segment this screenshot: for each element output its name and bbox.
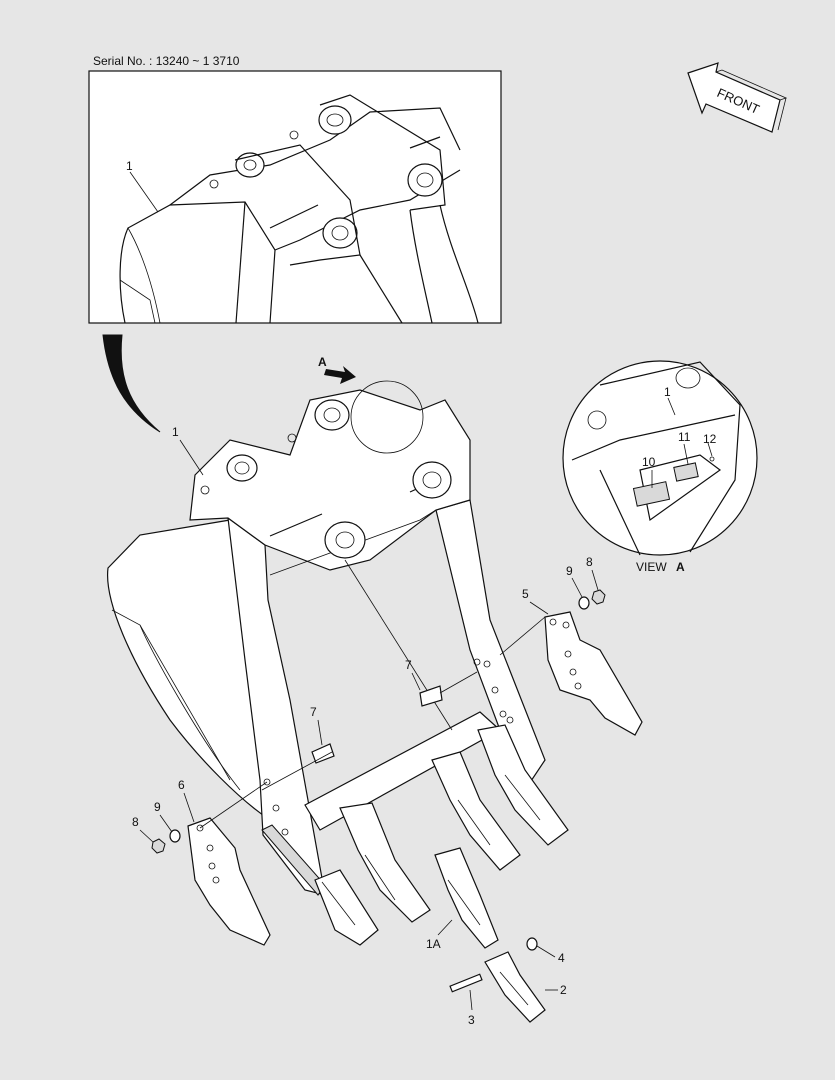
- callout-6: 6: [178, 778, 185, 792]
- teeth-row: [314, 724, 569, 949]
- boss-front: [324, 521, 366, 559]
- callout-9-right: 9: [566, 564, 573, 578]
- inset-detail: 1: [88, 70, 502, 324]
- boss-mid: [314, 399, 350, 431]
- side-cutter-6: 6 9 8: [132, 778, 271, 946]
- boss-left: [226, 454, 258, 482]
- callout-view-1: 1: [664, 385, 671, 399]
- lock-4: [526, 937, 538, 951]
- callout-9-left: 9: [154, 800, 161, 814]
- tooth-2: [339, 802, 431, 923]
- callout-12: 12: [703, 432, 717, 446]
- callout-7-upper: 7: [405, 658, 412, 672]
- tooth-2-part: [484, 951, 546, 1023]
- serial-number: Serial No. : 13240 ~ 1 3710: [93, 54, 240, 68]
- view-label-text: VIEW: [636, 560, 667, 574]
- view-a-arrow: A: [318, 355, 356, 384]
- callout-inset-1: 1: [126, 159, 133, 173]
- callout-2: 2: [560, 983, 567, 997]
- washer-9-left: [169, 829, 181, 843]
- view-a-detail: 1 11 12 10 VIEW A: [562, 360, 758, 574]
- callout-5: 5: [522, 587, 529, 601]
- tooth-3: [431, 751, 521, 871]
- callout-4: 4: [558, 951, 565, 965]
- callout-3: 3: [468, 1013, 475, 1027]
- washer-9-right: [578, 596, 590, 610]
- view-label: VIEW A: [636, 560, 685, 574]
- bucket-main: 1: [106, 380, 546, 896]
- plate-11: [673, 462, 699, 482]
- callout-main-1: 1: [172, 425, 179, 439]
- view-label-letter: A: [676, 560, 685, 574]
- nut-8-right: [591, 589, 606, 605]
- callout-8-left: 8: [132, 815, 139, 829]
- callout-10: 10: [642, 455, 656, 469]
- callout-7-lower: 7: [310, 705, 317, 719]
- side-cutter-5: 5 9 8: [499, 555, 643, 736]
- inset-boss-mid: [318, 105, 352, 135]
- bolt-upper: 7: [405, 658, 478, 707]
- tooth-1a-adapter: [434, 847, 499, 949]
- pin-3: [449, 973, 483, 993]
- boss-right: [412, 461, 452, 499]
- callout-8-right: 8: [586, 555, 593, 569]
- tooth-assembly: 4 2 3 1A: [426, 919, 567, 1027]
- inset-boss-left: [235, 152, 265, 178]
- bolt-lower: 7: [261, 705, 335, 791]
- tooth-1: [314, 869, 379, 946]
- tooth-4: [477, 724, 569, 846]
- plate-10: [632, 481, 671, 507]
- nut-8-left: [151, 838, 166, 854]
- front-arrow: FRONT: [687, 62, 788, 133]
- inset-boss-right: [407, 163, 443, 197]
- view-a-arrow-label: A: [318, 355, 327, 369]
- inset-boss-front: [322, 217, 358, 249]
- inset-pointer-arrow: [102, 334, 161, 433]
- callout-1a: 1A: [426, 937, 441, 951]
- callout-11: 11: [678, 430, 691, 444]
